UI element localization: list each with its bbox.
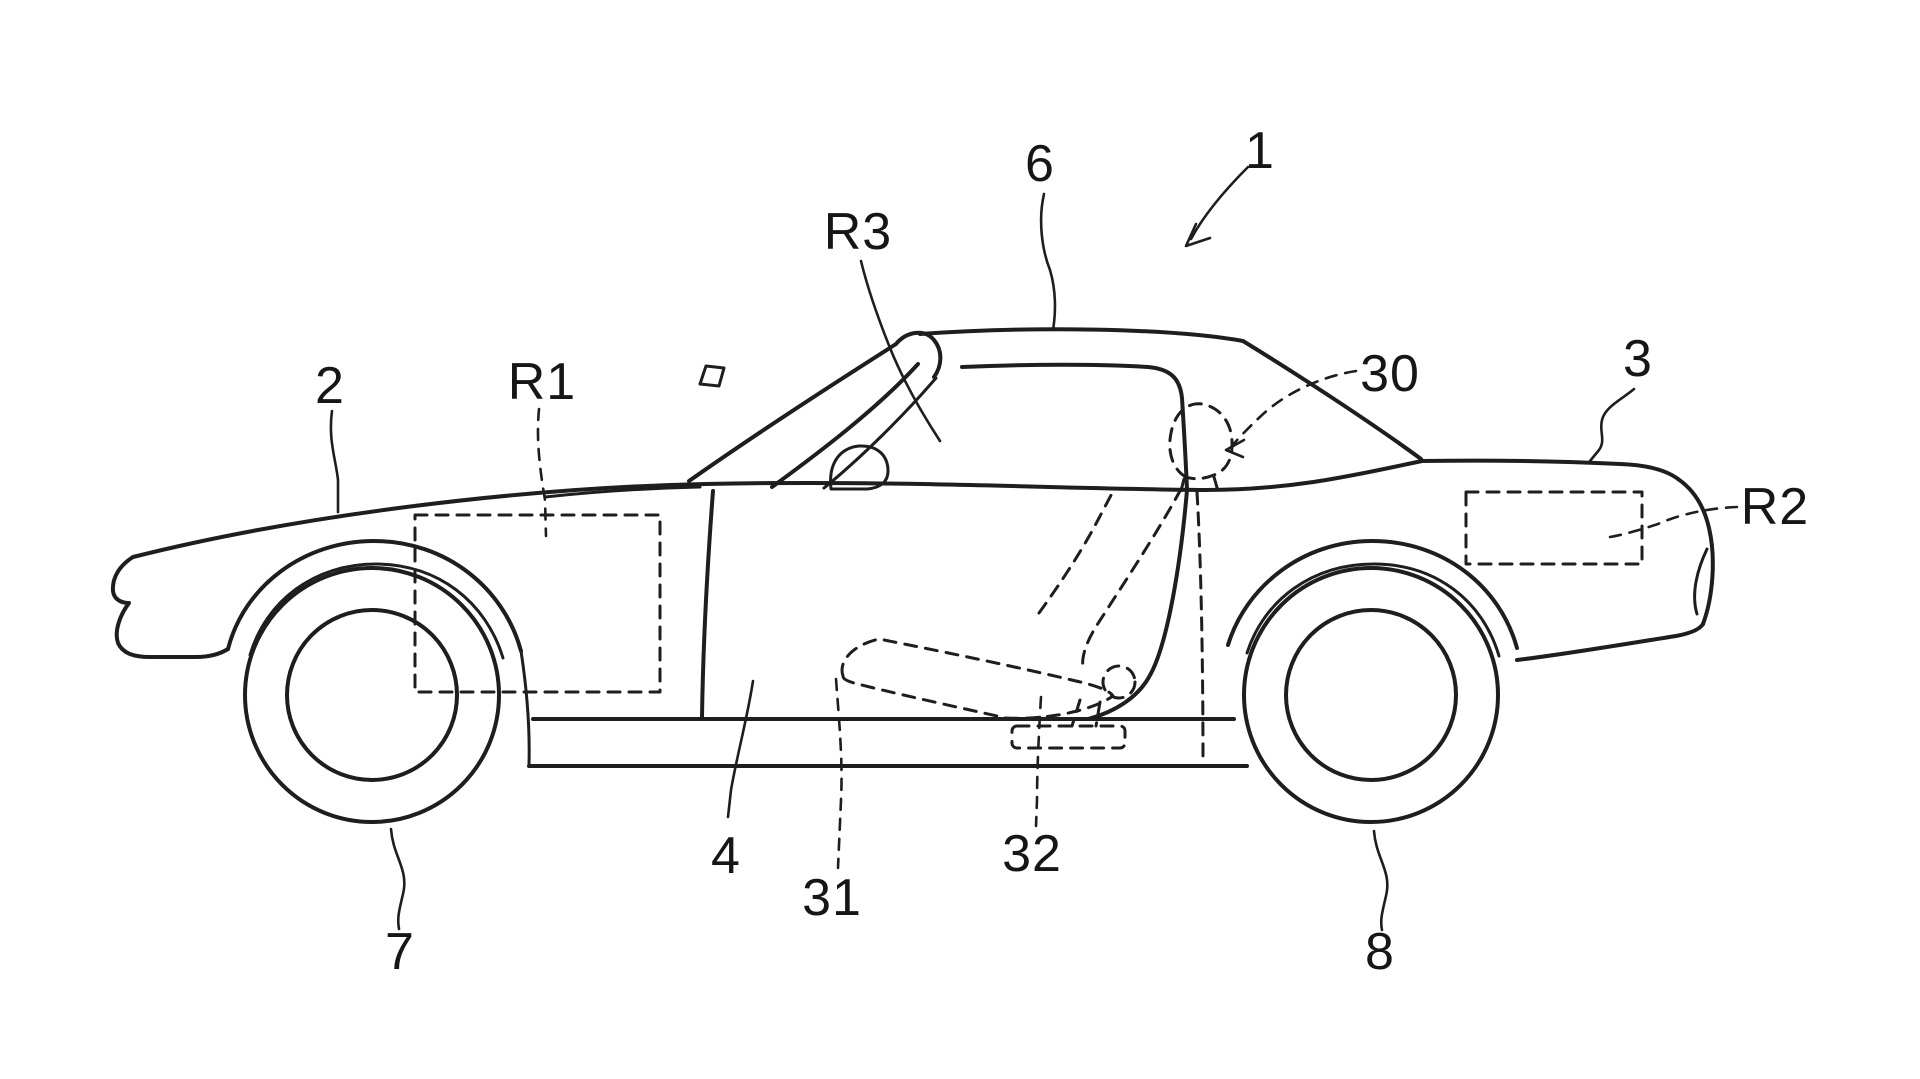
rear-rim [1284,608,1458,782]
side-mirror [829,444,890,491]
front-rim [285,608,459,782]
ref-label-31: 31 [802,869,862,927]
ref-label-32: 32 [1002,825,1062,883]
seat-rail-link-front [1070,698,1082,728]
leader-r3 [859,259,942,443]
ref-label-2: 2 [315,357,345,415]
windshield-header-cap [894,330,943,379]
ref-label-r2: R2 [1741,478,1809,536]
door-rear-edge [1086,488,1189,721]
leader-8 [1372,829,1389,932]
leader-31 [834,677,843,870]
leader-3 [1588,387,1636,463]
headrest-post-rear [1212,475,1220,493]
front-wheel-arch-lip [248,562,505,660]
seatback-rear-edge [1195,490,1205,766]
leader-32 [1034,695,1043,828]
leader-30 [1229,369,1358,449]
wheels [243,566,1500,824]
front-wheel-arch [226,539,523,653]
seatback-inner-edge [1037,486,1117,615]
leader-7 [389,827,406,931]
rear-wheel-arch-lip [1245,562,1501,658]
ref-label-8: 8 [1365,923,1395,981]
region-r1-box [413,513,662,694]
leader-4 [726,679,755,819]
reference-numerals: 1 2 3 4 6 7 8 30 31 32 R1 R2 R3 [315,122,1809,981]
rear-tire [1242,566,1500,824]
seat-rail-link-rear [1094,700,1102,728]
seat-cushion [840,637,1115,720]
rocker-front-edge [519,649,531,767]
seat-rail [1010,724,1127,750]
car-body-outline [110,458,1715,768]
a-pillar-outer [687,342,898,483]
leader-1-arrowhead [1184,222,1212,248]
beltline-hood-line [131,459,1424,559]
windshield-and-roof [687,327,1423,492]
interior-mirror [698,364,726,388]
fender-door-seam [543,485,702,499]
rear-face [1676,477,1715,626]
ref-label-r3: R3 [824,203,892,261]
door-front-edge [700,489,715,719]
ref-label-30: 30 [1360,345,1420,403]
ref-label-6: 6 [1025,135,1055,193]
region-r2-box [1464,490,1644,566]
front-tire [243,566,501,824]
a-pillar-inner [822,376,938,490]
front-bumper [110,555,230,659]
leader-r2 [1608,505,1739,539]
hidden-components [413,402,1644,766]
side-window-top-line [960,362,1189,492]
leader-1-arrow [1189,165,1250,241]
ref-label-1: 1 [1245,122,1275,180]
rear-wheel-arch [1226,539,1519,650]
seatback-front-edge [1081,487,1183,671]
leader-lines [329,165,1739,932]
seat-headrest [1168,402,1234,481]
rear-lower-body [1515,622,1705,662]
a-pillar-middle [770,362,920,489]
rear-bumper-seam [1693,547,1709,616]
leader-6 [1039,192,1057,332]
leader-r1 [536,407,548,538]
ref-label-r1: R1 [508,353,576,411]
seat-recliner-hinge [1101,664,1137,700]
leader-30-arrowhead [1224,438,1246,459]
ref-label-3: 3 [1623,330,1653,388]
trunk-deck-line [1420,458,1680,481]
ref-label-4: 4 [711,827,741,885]
leader-2 [329,409,340,514]
roof-top-line [918,327,1423,461]
ref-label-7: 7 [385,923,415,981]
